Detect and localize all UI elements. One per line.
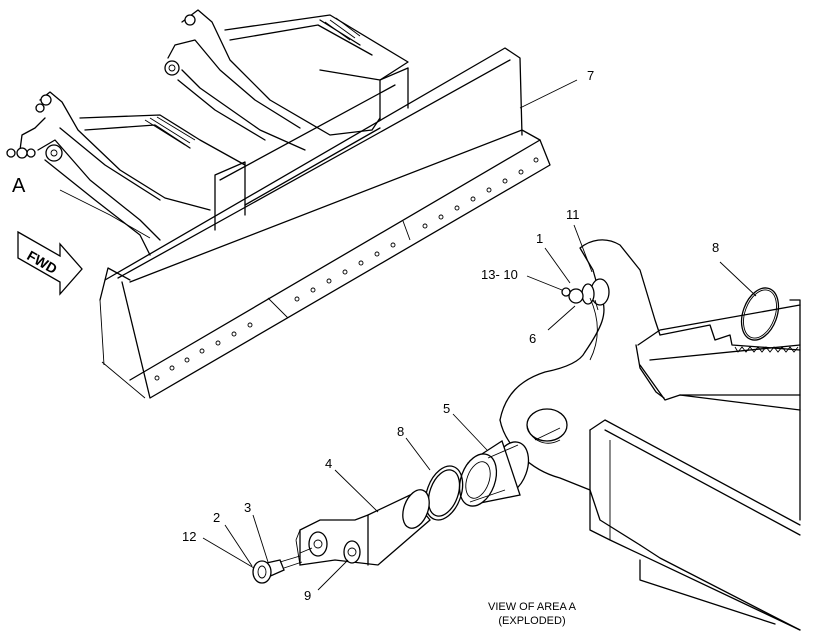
o-ring-upper bbox=[740, 287, 780, 341]
area-a-marker: A bbox=[12, 175, 26, 197]
callout-3: 3 bbox=[244, 500, 251, 515]
caption-line-2: (EXPLODED) bbox=[498, 615, 565, 627]
upper-push-arm bbox=[164, 9, 409, 151]
callout-9: 9 bbox=[304, 588, 311, 603]
dozer-blade bbox=[99, 47, 551, 399]
frame-mount bbox=[499, 239, 801, 631]
callout-5: 5 bbox=[443, 401, 450, 416]
pivot-pin bbox=[295, 489, 431, 566]
bolt-washer-group bbox=[561, 278, 610, 311]
bushing bbox=[458, 439, 530, 507]
area-a-pin bbox=[6, 147, 36, 159]
callout-4: 4 bbox=[325, 456, 332, 471]
forward-arrow-icon: FWD bbox=[17, 230, 83, 296]
callout-1: 1 bbox=[536, 231, 543, 246]
o-ring-lower bbox=[424, 465, 464, 521]
callout-8-lower: 8 bbox=[397, 424, 404, 439]
callout-2: 2 bbox=[213, 510, 220, 525]
callout-6: 6 bbox=[529, 331, 536, 346]
callout-7: 7 bbox=[587, 68, 594, 83]
callout-11: 11 bbox=[566, 207, 580, 222]
bolt-and-washer bbox=[252, 555, 303, 584]
callout-12: 12 bbox=[182, 529, 196, 544]
caption-line-1: VIEW OF AREA A bbox=[488, 601, 577, 613]
callout-labels: 7 8 11 1 13- 10 6 5 8 4 3 2 12 9 bbox=[182, 68, 719, 603]
callout-13-10: 13- 10 bbox=[481, 267, 518, 282]
assembly-centerline bbox=[299, 297, 598, 554]
leader-lines bbox=[202, 79, 757, 591]
lower-push-arm bbox=[6, 91, 246, 256]
callout-8-upper: 8 bbox=[712, 240, 719, 255]
view-caption: VIEW OF AREA A (EXPLODED) bbox=[488, 601, 577, 627]
